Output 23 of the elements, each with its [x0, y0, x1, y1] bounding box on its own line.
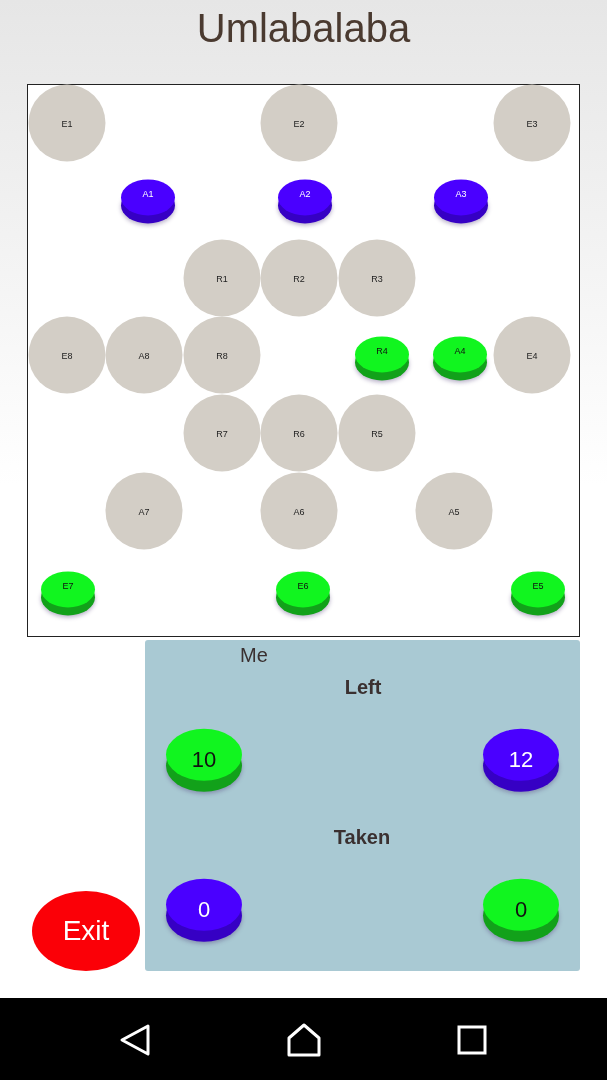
empty-board-point: R8 [183, 316, 261, 394]
empty-board-point: R5 [338, 394, 416, 472]
empty-board-point: A6 [260, 472, 338, 550]
empty-board-point: E1 [28, 84, 106, 162]
empty-board-point: A8 [105, 316, 183, 394]
exit-button: Exit [32, 891, 140, 971]
empty-board-point: R6 [260, 394, 338, 472]
empty-board-point: E2 [260, 84, 338, 162]
empty-board-point: E3 [493, 84, 571, 162]
empty-board-point: R3 [338, 239, 416, 317]
empty-board-point: R7 [183, 394, 261, 472]
empty-board-point: A5 [415, 472, 493, 550]
score-panel [145, 640, 580, 971]
section-heading: Taken [333, 826, 391, 849]
player-label: Me [240, 644, 268, 667]
game-board [27, 84, 580, 637]
section-heading: Left [344, 676, 382, 699]
empty-board-point: R2 [260, 239, 338, 317]
empty-board-point: R1 [183, 239, 261, 317]
app-title: Umlabalaba [196, 6, 411, 50]
empty-board-point: E8 [28, 316, 106, 394]
empty-board-point: A7 [105, 472, 183, 550]
empty-board-point: E4 [493, 316, 571, 394]
